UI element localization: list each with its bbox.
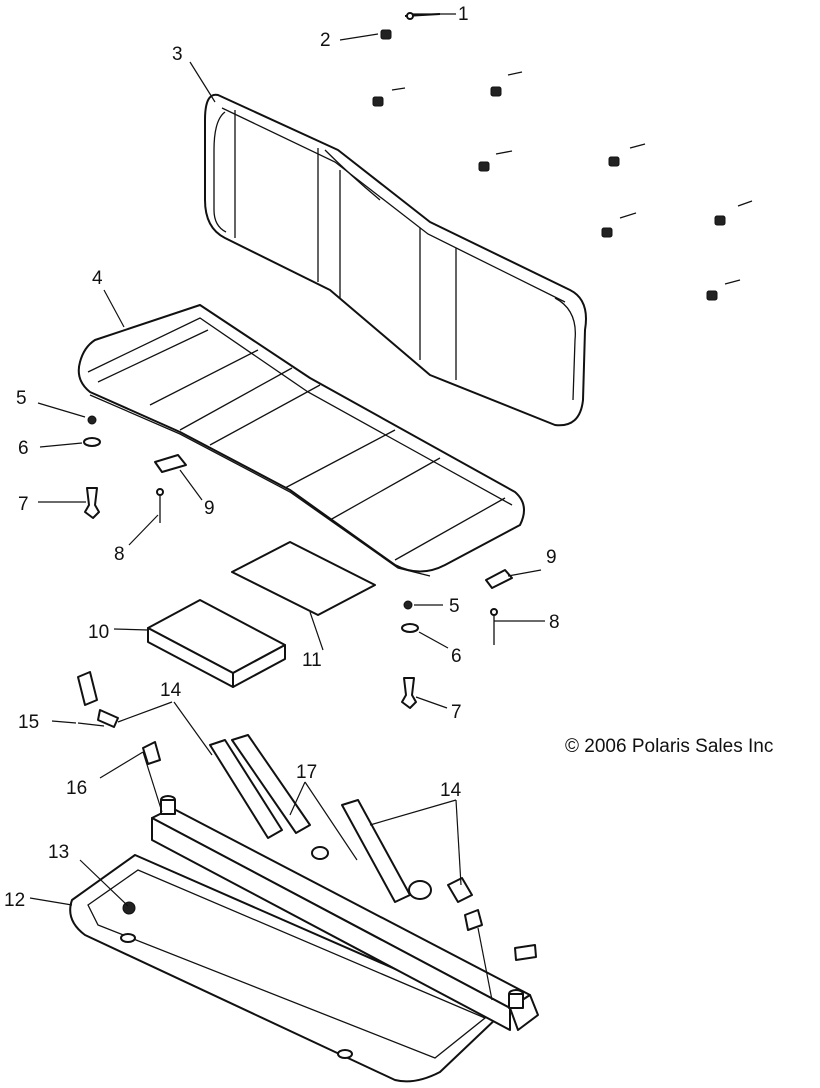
seat-back: [204, 93, 587, 427]
callout-2: 2: [320, 30, 331, 51]
callout-10: 10: [88, 622, 109, 643]
callout-17: 17: [296, 762, 317, 783]
crossbar: [151, 795, 539, 1031]
callout-6-right: 6: [451, 646, 462, 667]
callout-13: 13: [48, 842, 69, 863]
callout-8-left: 8: [114, 544, 125, 565]
fasteners-right: [401, 569, 513, 709]
callout-5-right: 5: [449, 596, 460, 617]
callout-1: 1: [458, 4, 469, 25]
callout-8-right: 8: [549, 612, 560, 633]
callout-14-left: 14: [160, 680, 182, 701]
leader-lines: [29, 13, 545, 1001]
callout-7-right: 7: [451, 702, 462, 723]
seat-belts: [77, 671, 537, 961]
callout-7-left: 7: [18, 494, 29, 515]
fasteners-left: [83, 415, 187, 523]
callout-12: 12: [4, 890, 25, 911]
callout-9-left: 9: [204, 498, 215, 519]
callout-16: 16: [66, 778, 87, 799]
copyright-notice: © 2006 Polaris Sales Inc: [565, 736, 773, 757]
callout-9-right: 9: [546, 547, 557, 568]
callout-3: 3: [172, 44, 183, 65]
callout-numbers: 1 2 3 4 5 6 7 8 9 9 5 8 6 7 10 11 14 15 …: [4, 4, 560, 911]
callout-14-right: 14: [440, 780, 462, 801]
seat-frame: [69, 854, 501, 1083]
block-10: [147, 599, 286, 688]
pad-11: [231, 541, 376, 616]
callout-5-left: 5: [16, 388, 27, 409]
callout-6-left: 6: [18, 438, 29, 459]
callout-11: 11: [302, 650, 322, 671]
seat-cushion: [77, 304, 525, 577]
callout-15: 15: [18, 712, 39, 733]
callout-4: 4: [92, 268, 103, 289]
